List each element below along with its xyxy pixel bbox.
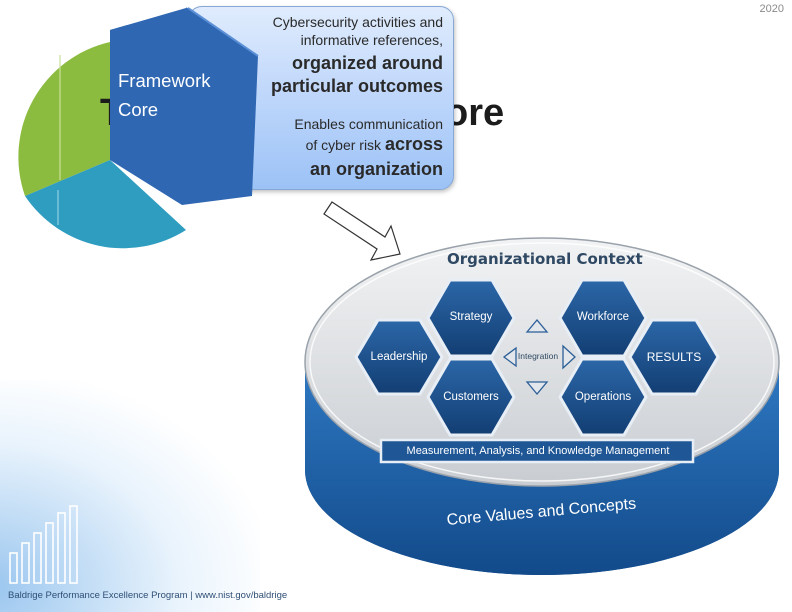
integration-label: Integration (517, 351, 559, 361)
framework-label-line: Core (118, 99, 159, 120)
slide-title-fragment: ore (445, 92, 505, 134)
organizational-context-label: Organizational Context (447, 250, 643, 268)
year-label: 2020 (759, 3, 784, 15)
operations-label: Operations (574, 391, 632, 403)
integration-arrow-down (525, 381, 549, 396)
pie-green-slice (18, 42, 110, 196)
hex-operations (558, 357, 648, 437)
callout-line: organized around (291, 53, 443, 73)
measurement-label: Measurement, Analysis, and Knowledge Man… (406, 445, 670, 457)
customers-label: Customers (443, 391, 499, 403)
footer-text: Baldrige Performance Excellence Program … (8, 590, 288, 601)
hex-workforce (558, 278, 648, 358)
cylinder-top (304, 237, 780, 487)
callout-line: Cybersecurity activities and (272, 14, 443, 30)
callout-line-small: of cyber risk (305, 137, 382, 153)
hex-customers (426, 357, 516, 437)
hex-strategy (426, 278, 516, 358)
integration-arrow-up (525, 318, 549, 333)
callout-line: Enables communication (294, 116, 443, 132)
hex-leadership (354, 318, 444, 396)
baldrige-bars-logo (9, 505, 78, 584)
framework-core-label: Framework Core (118, 66, 211, 124)
callout-line: of cyber risk across (306, 134, 443, 155)
measurement-bar (379, 438, 695, 464)
callout-line-big: across (384, 134, 443, 154)
framework-label-line: Framework (118, 70, 211, 91)
strategy-label: Strategy (449, 311, 493, 323)
callout-line: particular outcomes (270, 76, 443, 96)
background-glow (0, 380, 260, 612)
integration-arrow-right (562, 344, 576, 370)
callout-bubble: Cybersecurity activities and informative… (188, 6, 454, 190)
integration-arrow-left (502, 346, 517, 368)
leadership-label: Leadership (370, 351, 428, 363)
pie-teal-slice (25, 160, 186, 249)
workforce-label: Workforce (576, 311, 630, 323)
callout-line: informative references, (300, 32, 443, 48)
callout-line: an organization (309, 159, 443, 179)
hex-results (628, 318, 720, 396)
results-label: RESULTS (646, 350, 702, 364)
